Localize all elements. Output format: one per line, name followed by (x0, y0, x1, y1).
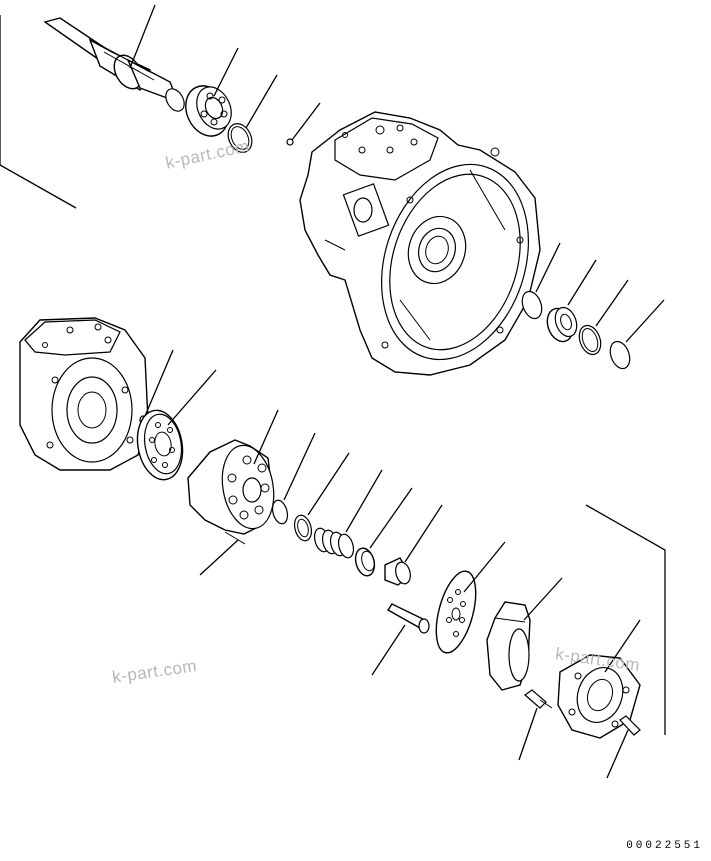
leader-piston-pin (371, 624, 406, 676)
leader-bushing (404, 504, 443, 563)
snap-ring-small-1 (271, 499, 289, 525)
leader-pin (291, 102, 321, 141)
leader-pin-rear (144, 349, 174, 417)
cylinder-block (187, 439, 275, 545)
leader-swash-plate (523, 577, 563, 621)
snap-ring-right-2 (609, 340, 631, 370)
valve-plate (136, 409, 184, 481)
pump-housing (299, 111, 541, 376)
group-boundary-bottom (585, 504, 666, 735)
document-number: 00022551 (626, 840, 703, 852)
washer (293, 514, 313, 542)
leader-washer (307, 452, 350, 516)
leader-cylinder-pin (199, 539, 239, 576)
drive-shaft (43, 17, 185, 112)
end-cover (19, 317, 149, 471)
leader-spring-seat (369, 487, 413, 549)
leader-snap-ring-right-1 (535, 242, 561, 293)
rear-plate (557, 654, 641, 739)
leader-shaft (129, 4, 156, 69)
snap-ring-right-1 (521, 290, 543, 320)
seal-right (546, 306, 578, 343)
leader-retainer-plate (463, 541, 506, 593)
leader-valve-plate (167, 369, 217, 426)
leader-bearing (213, 47, 239, 97)
leader-snap-ring (245, 74, 278, 129)
leader-snap-ring-small-1 (283, 432, 316, 501)
leader-ring-right (595, 279, 629, 327)
leader-rear-plate (604, 619, 641, 673)
leader-seal-right (567, 259, 597, 306)
pin-rear-small (619, 715, 641, 736)
retainer-plate (435, 570, 477, 654)
group-boundary-top (0, 15, 77, 209)
ring-right (578, 324, 602, 356)
snap-ring-front (227, 123, 253, 153)
spherical-bushing (384, 557, 411, 586)
piston-pin (386, 603, 430, 634)
spring (313, 527, 355, 559)
leader-spring (345, 469, 383, 533)
leader-cylinder-block (253, 409, 279, 465)
spring-seat (354, 547, 376, 577)
leader-pin-rear-small (606, 729, 629, 779)
pin-front (286, 138, 294, 146)
front-bearing (185, 85, 232, 137)
bolt (524, 689, 553, 709)
swash-plate (486, 601, 531, 691)
leader-bolt (518, 707, 538, 761)
leader-snap-ring-right-2 (625, 299, 665, 343)
